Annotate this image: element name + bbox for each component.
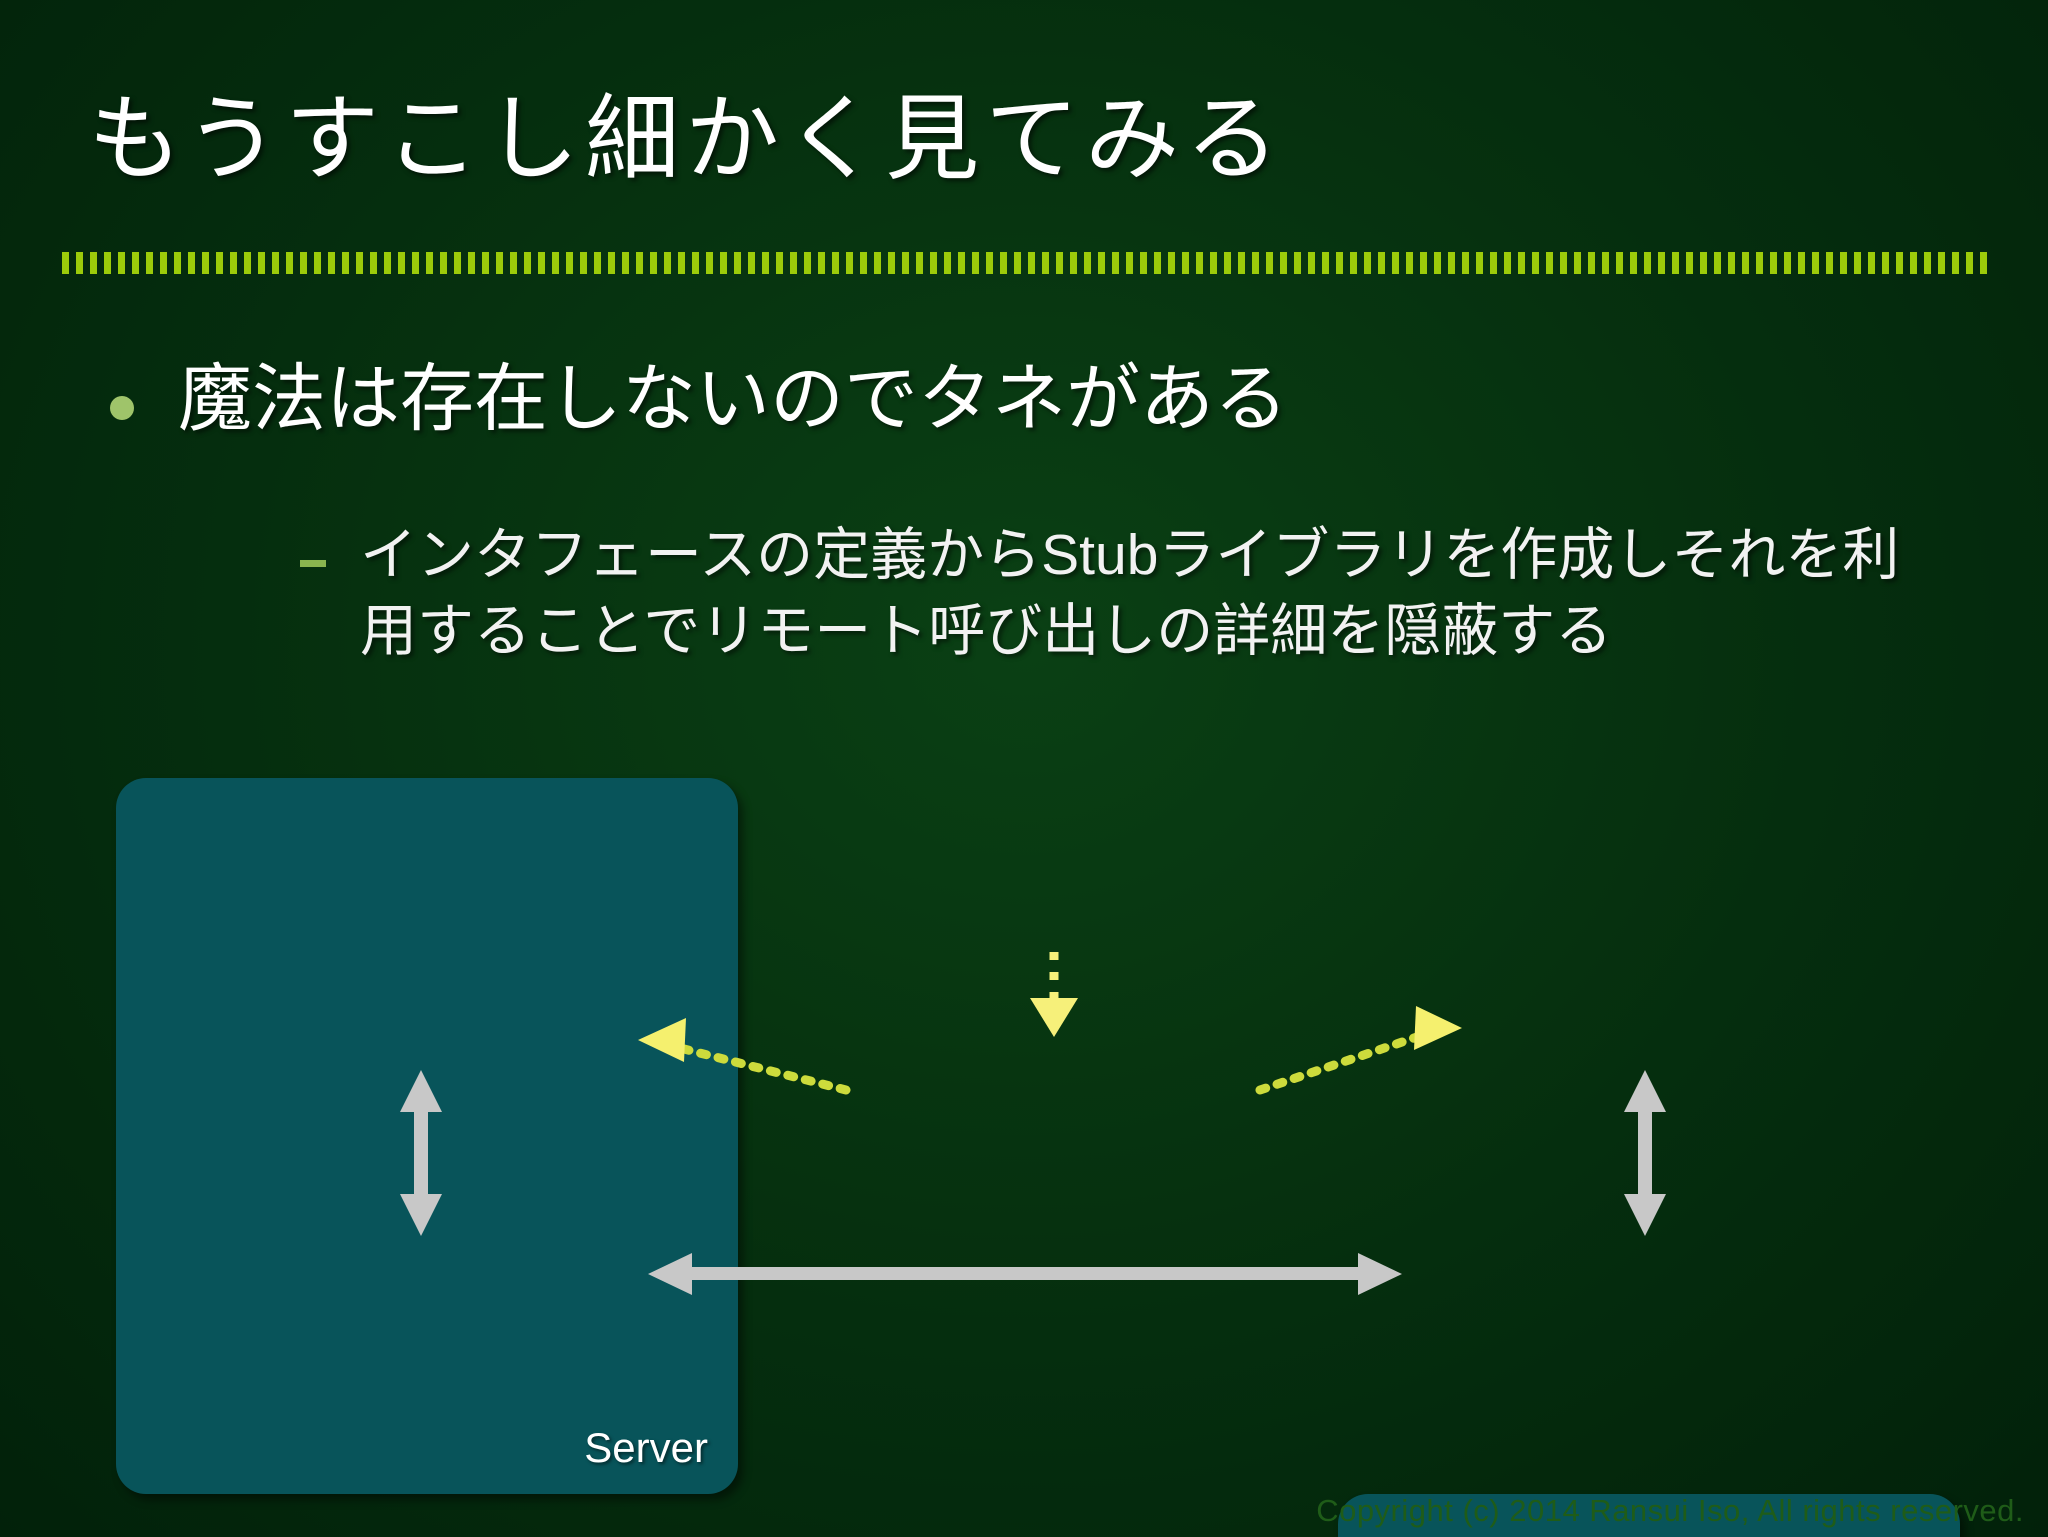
server-panel-label: Server (584, 1424, 708, 1471)
server-panel: Server (116, 778, 738, 1494)
title-underline-rule (62, 252, 1992, 274)
copyright-notice: Copyright (c) 2014 Ransui Iso, All right… (1316, 1493, 2024, 1528)
connector-client-stub-to-rpc (1624, 1070, 1666, 1236)
connector-idl-to-compiler (1030, 952, 1078, 1037)
bullet-item-primary: 魔法は存在しないのでタネがある (110, 357, 1288, 440)
client-panel: Client (1338, 1494, 1960, 1537)
page-title: もうすこし細かく見てみる (88, 86, 1286, 191)
bullet-item-secondary: インタフェースの定義からStubライブラリを作成しそれを利用することでリモート呼… (300, 518, 1940, 670)
bullet-primary-label: 魔法は存在しないのでタネがある (178, 357, 1288, 440)
bullet-secondary-label: インタフェースの定義からStubライブラリを作成しそれを利用することでリモート呼… (360, 523, 1900, 663)
connector-compiler-to-client-stub (1255, 1006, 1462, 1095)
dash-bullet-icon (300, 560, 326, 567)
round-bullet-icon (110, 396, 134, 420)
connector-rpc-to-rpc (648, 1253, 1402, 1295)
